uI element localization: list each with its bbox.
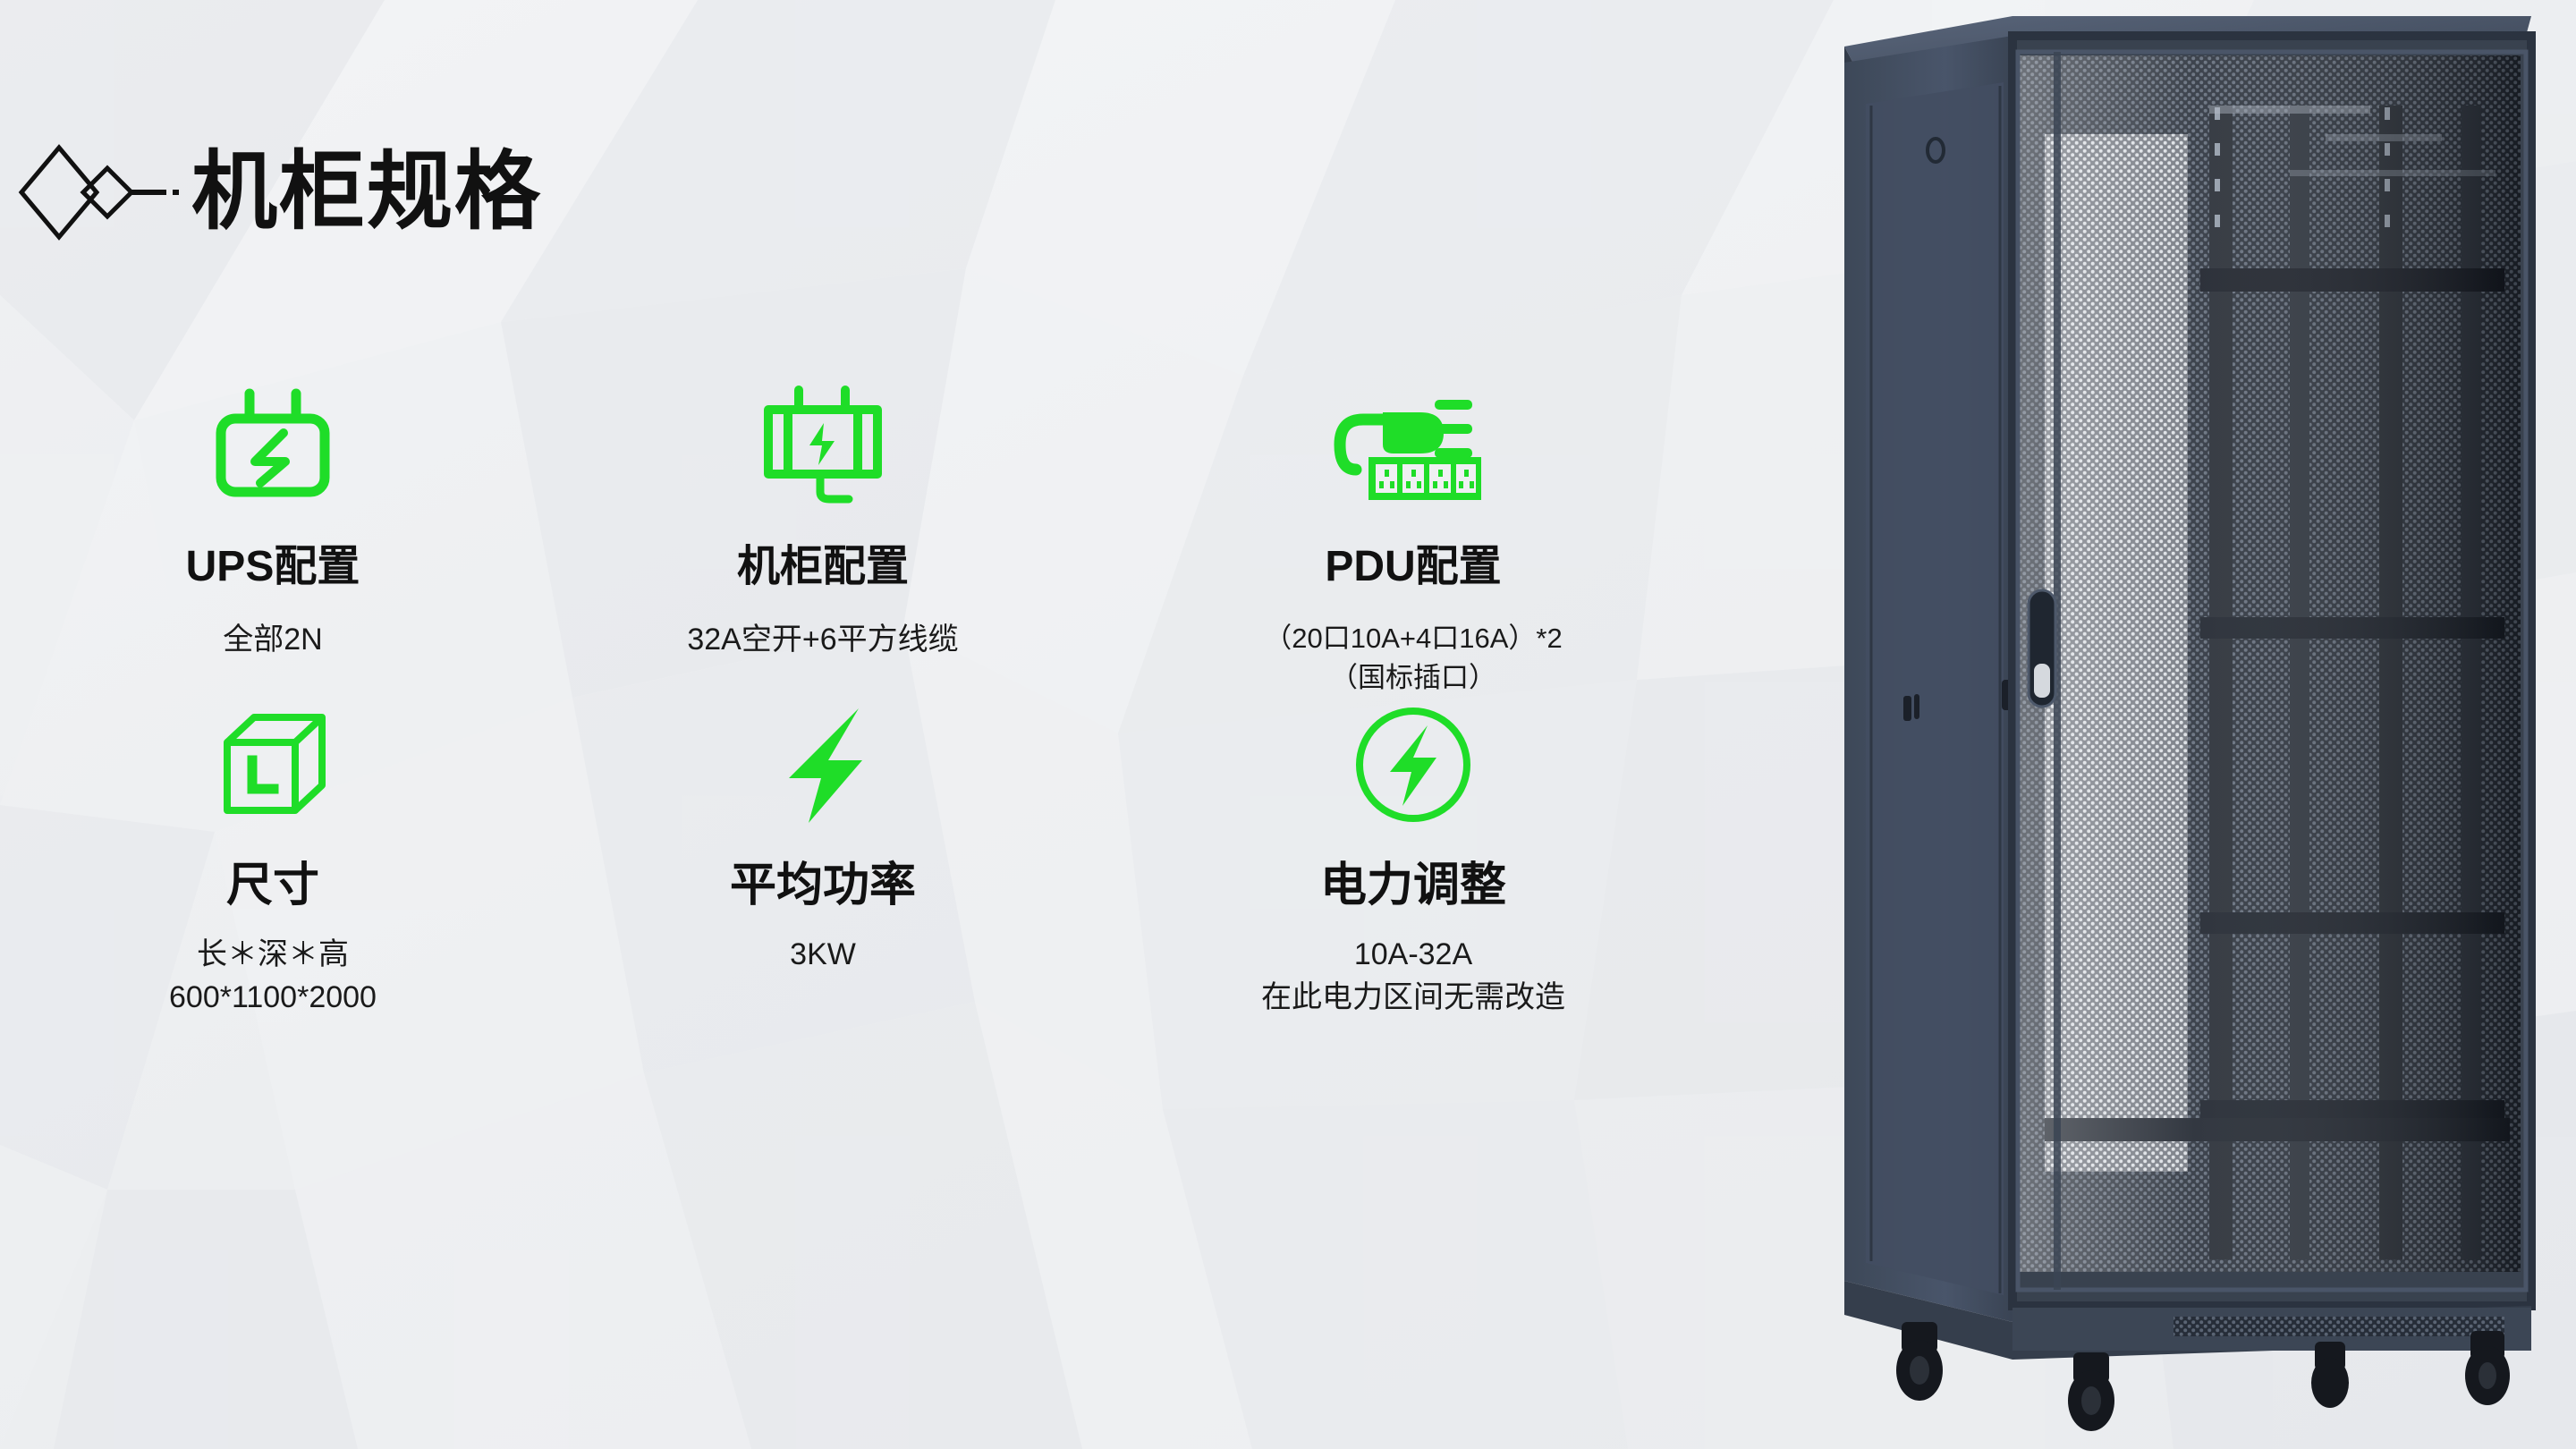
page-title: 机柜规格 [191,144,542,240]
feature-desc-line: 600*1100*2000 [169,979,377,1014]
page-title-row: 机柜规格 [18,139,542,246]
feature-row-1: UPS配置 全部2N 机柜配置 [0,376,1753,698]
caster-wheels [1896,1322,2510,1431]
cube-l-icon-wrap [215,698,331,832]
feature-desc-line: 3KW [790,937,856,971]
feature-desc-line: 在此电力区间无需改造 [1261,979,1565,1014]
feature-desc: 全部2N [223,621,322,660]
feature-desc: 32A空开+6平方线缆 [687,621,958,660]
diamond-bullet-icon [18,144,179,241]
feature-desc: 3KW [790,936,856,975]
feature-card-ups: UPS配置 全部2N [0,376,546,698]
lightning-bolt-icon-wrap [769,698,877,832]
feature-card-power-adjust: 电力调整 10A-32A 在此电力区间无需改造 [1100,698,1726,1020]
feature-desc: （20口10A+4口16A）*2 （国标插口） [1264,621,1562,695]
feature-title: 平均功率 [729,860,916,911]
feature-desc-line: 32A空开+6平方线缆 [687,623,959,657]
ups-battery-icon-wrap [210,376,335,510]
lightning-bolt-icon [789,708,862,823]
feature-title: 尺寸 [225,860,319,911]
feature-card-cabinet: 机柜配置 32A空开+6平方线缆 [546,376,1100,698]
feature-title: PDU配置 [1325,543,1502,590]
ups-battery-icon [216,388,330,497]
feature-desc-line: 全部2N [223,623,323,657]
feature-grid: UPS配置 全部2N 机柜配置 [0,376,1753,1020]
feature-desc-line: （20口10A+4口16A）*2 [1264,623,1563,654]
feature-title: UPS配置 [185,543,360,590]
power-strip-plug-icon-wrap [1324,376,1503,510]
server-cabinet-photo [1844,16,2536,1431]
feature-title: 机柜配置 [736,543,909,590]
feature-desc-line: 10A-32A [1353,937,1473,971]
feature-desc: 长＊深＊高 600*1100*2000 [169,936,377,1017]
power-strip-plug-icon [1334,400,1481,500]
feature-desc-line: （国标插口） [1329,661,1496,693]
feature-card-dimension: 尺寸 长＊深＊高 600*1100*2000 [0,698,546,1020]
lightning-bolt-circle-icon-wrap [1351,698,1476,832]
feature-desc: 10A-32A 在此电力区间无需改造 [1261,936,1565,1017]
rack-cabinet-icon [764,385,882,503]
rack-cabinet-icon-wrap [756,376,890,510]
feature-card-pdu: PDU配置 （20口10A+4口16A）*2 （国标插口） [1100,376,1726,698]
feature-desc-line: 长＊深＊高 [196,937,349,971]
feature-title: 电力调整 [1319,860,1506,911]
feature-card-power: 平均功率 3KW [546,698,1100,1020]
cube-l-icon [224,714,326,814]
lightning-bolt-circle-icon [1356,708,1470,822]
feature-row-2: 尺寸 长＊深＊高 600*1100*2000 平均功率 3KW [0,698,1753,1020]
